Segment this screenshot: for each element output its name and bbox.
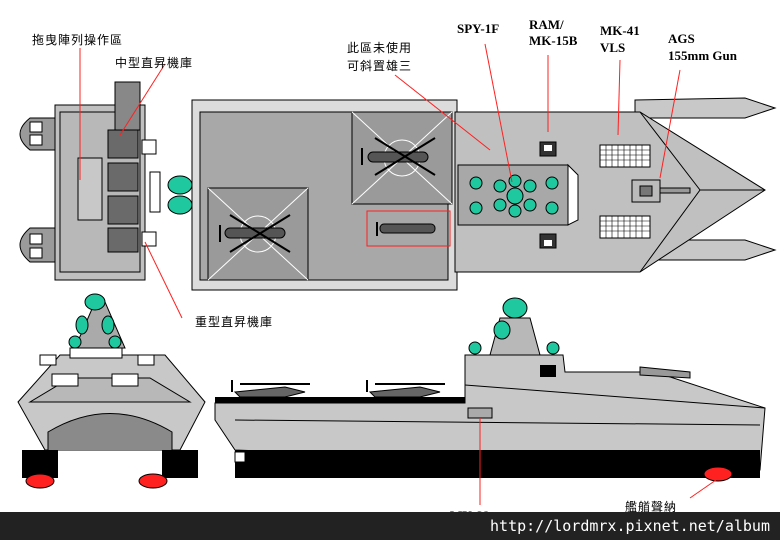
side-gun	[639, 366, 691, 379]
leader-lines	[79, 43, 717, 505]
front-sonar-port	[25, 473, 55, 489]
top-view	[19, 81, 777, 291]
mk41-label: MK-41	[600, 23, 640, 38]
mk32-box	[467, 407, 493, 419]
watermark-url: http://lordmrx.pixnet.net/album	[490, 517, 770, 535]
helicopter-side-fwd	[366, 380, 445, 398]
unused-area-box	[366, 210, 451, 247]
connector-dome	[167, 175, 193, 195]
tow-array-label: 拖曳陣列操作區	[32, 33, 124, 47]
tow-array-area	[77, 157, 103, 221]
vls-upper	[599, 144, 651, 168]
side-waterline	[235, 450, 760, 478]
helicopter-top-aft	[219, 214, 291, 253]
front-pontoon-port	[22, 450, 58, 478]
medium-hangar-label: 中型直昇機庫	[115, 56, 194, 70]
vls-lower	[599, 215, 651, 239]
ags-gun-label: 155mm Gun	[668, 48, 737, 63]
side-view	[214, 297, 766, 482]
watermark-bar: http://lordmrx.pixnet.net/album	[0, 512, 780, 540]
stern-box	[29, 121, 43, 133]
forward-hull-top	[454, 111, 766, 273]
ags-label: AGS	[668, 31, 695, 46]
heavy-hangar-label: 重型直昇機庫	[195, 315, 274, 329]
helicopter-top-fwd	[361, 137, 436, 176]
front-view	[17, 293, 206, 489]
bow-sonar-label: 艦艏聲納	[625, 500, 678, 514]
spy-sensor-cluster	[469, 174, 559, 218]
ags-gun-top	[631, 179, 691, 203]
ram-label: RAM/	[529, 17, 564, 32]
mk15b-label: MK-15B	[529, 33, 578, 48]
medium-hangar-roof	[114, 81, 141, 131]
vls-label: VLS	[600, 40, 626, 55]
ship-diagram	[17, 43, 777, 505]
spy-label: SPY-1F	[457, 21, 500, 36]
unused-area-label: 此區未使用	[347, 41, 413, 55]
unused-area-sublabel: 可斜置雄三	[347, 59, 413, 73]
side-deck-top	[215, 397, 465, 403]
port-outrigger-top	[634, 97, 777, 119]
bow-sonar-dome	[703, 466, 733, 482]
front-vent-port	[51, 373, 79, 387]
helicopter-side-aft	[231, 380, 310, 398]
